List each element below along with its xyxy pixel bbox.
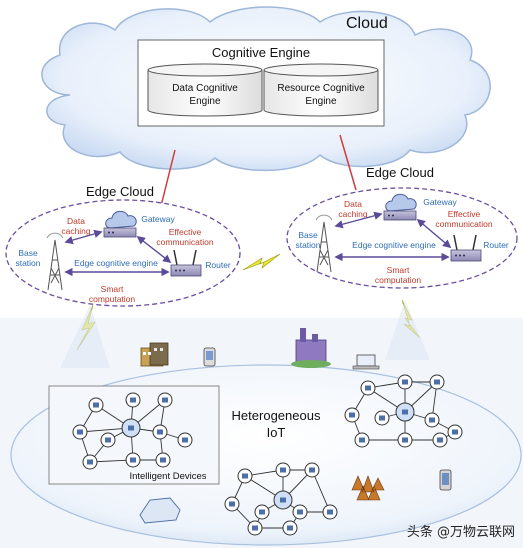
watermark: 头条 @万物云联网 (406, 525, 515, 540)
device-glyph-icon (379, 415, 385, 421)
data-caching-left-line2: caching (61, 226, 91, 236)
phone-icon (203, 347, 216, 367)
gateway-icon (103, 210, 137, 238)
edge-engine-right-label: Edge cognitive engine (352, 240, 436, 250)
device-glyph-icon (309, 467, 315, 473)
laptop-icon (352, 354, 380, 370)
edge-cloud-right-title: Edge Cloud (366, 165, 434, 180)
router-icon (170, 249, 202, 277)
resource-cognitive-engine: Resource Cognitive Engine (263, 63, 379, 117)
base-station-left-line2: station (15, 258, 40, 268)
data-caching-right-line2: caching (338, 209, 368, 219)
device-glyph-icon (349, 412, 355, 418)
data-caching-right-line1: Data (344, 199, 362, 209)
signal-beam (60, 305, 110, 368)
device-glyph-icon (128, 425, 134, 431)
device-glyph-icon (87, 459, 93, 465)
device-glyph-icon (130, 457, 136, 463)
edge-right-arrows (334, 211, 452, 262)
effective-communication-left-line2: communication (156, 237, 213, 247)
data-cognitive-engine-line1: Data Cognitive (172, 83, 238, 94)
smart-computation-left-line1: Smart (101, 284, 124, 294)
device-glyph-icon (429, 417, 435, 423)
mobile-device-icon (439, 469, 452, 491)
device-glyph-icon (229, 501, 235, 507)
building-icon (140, 342, 169, 367)
sensor-cluster-icon (351, 475, 385, 501)
device-network-bottom (224, 462, 338, 536)
device-glyph-icon (434, 379, 440, 385)
device-glyph-icon (182, 437, 188, 443)
base-station-tower-icon (46, 232, 64, 291)
cognitive-engine-title: Cognitive Engine (212, 45, 310, 60)
effective-communication-left-line1: Effective (169, 227, 202, 237)
cloud-link-left (159, 149, 176, 211)
edge-engine-left-label: Edge cognitive engine (74, 258, 158, 268)
effective-communication-right-line1: Effective (448, 209, 481, 219)
device-network-top-right (344, 374, 463, 448)
car-icon (139, 497, 181, 524)
device-glyph-icon (280, 467, 286, 473)
device-glyph-icon (280, 497, 286, 503)
network-link (311, 469, 331, 513)
smart-computation-left-line2: computation (89, 294, 136, 304)
base-station-tower-icon (315, 214, 333, 273)
resource-cognitive-engine-line1: Resource Cognitive (277, 83, 365, 94)
device-glyph-icon (402, 437, 408, 443)
device-glyph-icon (287, 525, 293, 531)
gateway-right-label: Gateway (423, 197, 457, 207)
data-cognitive-engine-line2: Engine (189, 96, 221, 107)
device-glyph-icon (359, 437, 365, 443)
iot-title-line2: IoT (267, 425, 286, 440)
base-station-right-line1: Base (298, 230, 318, 240)
device-glyph-icon (77, 429, 83, 435)
device-glyph-icon (365, 385, 371, 391)
cloud-link-right (339, 134, 357, 191)
edge-left-arrows (64, 229, 172, 277)
iot-title-line1: Heterogeneous (232, 408, 321, 423)
device-glyph-icon (242, 473, 248, 479)
gateway-icon (383, 193, 417, 221)
router-left-label: Router (205, 260, 231, 270)
base-station-left-line1: Base (18, 248, 38, 258)
gateway-left-label: Gateway (141, 214, 175, 224)
cloud-title: Cloud (346, 15, 388, 32)
device-glyph-icon (327, 509, 333, 515)
router-icon (450, 234, 482, 262)
data-cognitive-engine: Data Cognitive Engine (147, 63, 263, 117)
device-glyph-icon (160, 457, 166, 463)
edge-cloud-left (5, 199, 241, 307)
device-glyph-icon (402, 409, 408, 415)
device-glyph-icon (259, 509, 265, 515)
lightning-icon (242, 253, 281, 271)
device-glyph-icon (157, 429, 163, 435)
router-right-label: Router (483, 240, 509, 250)
base-station-right-line2: station (295, 240, 320, 250)
device-glyph-icon (162, 397, 168, 403)
device-glyph-icon (93, 402, 99, 408)
intelligent-devices-label: Intelligent Devices (129, 471, 206, 482)
signal-beam (385, 300, 430, 360)
device-glyph-icon (105, 437, 111, 443)
smart-computation-right-line2: computation (375, 275, 422, 285)
device-glyph-icon (252, 525, 258, 531)
factory-icon (291, 328, 331, 368)
smart-computation-right-line1: Smart (387, 265, 410, 275)
resource-cognitive-engine-line2: Engine (305, 96, 337, 107)
edge-cloud-left-title: Edge Cloud (86, 184, 154, 199)
device-glyph-icon (402, 379, 408, 385)
device-glyph-icon (437, 437, 443, 443)
device-glyph-icon (130, 397, 136, 403)
device-network-left (72, 392, 193, 470)
effective-communication-right-line2: communication (435, 219, 492, 229)
device-glyph-icon (297, 509, 303, 515)
device-glyph-icon (452, 429, 458, 435)
data-caching-left-line1: Data (67, 216, 85, 226)
